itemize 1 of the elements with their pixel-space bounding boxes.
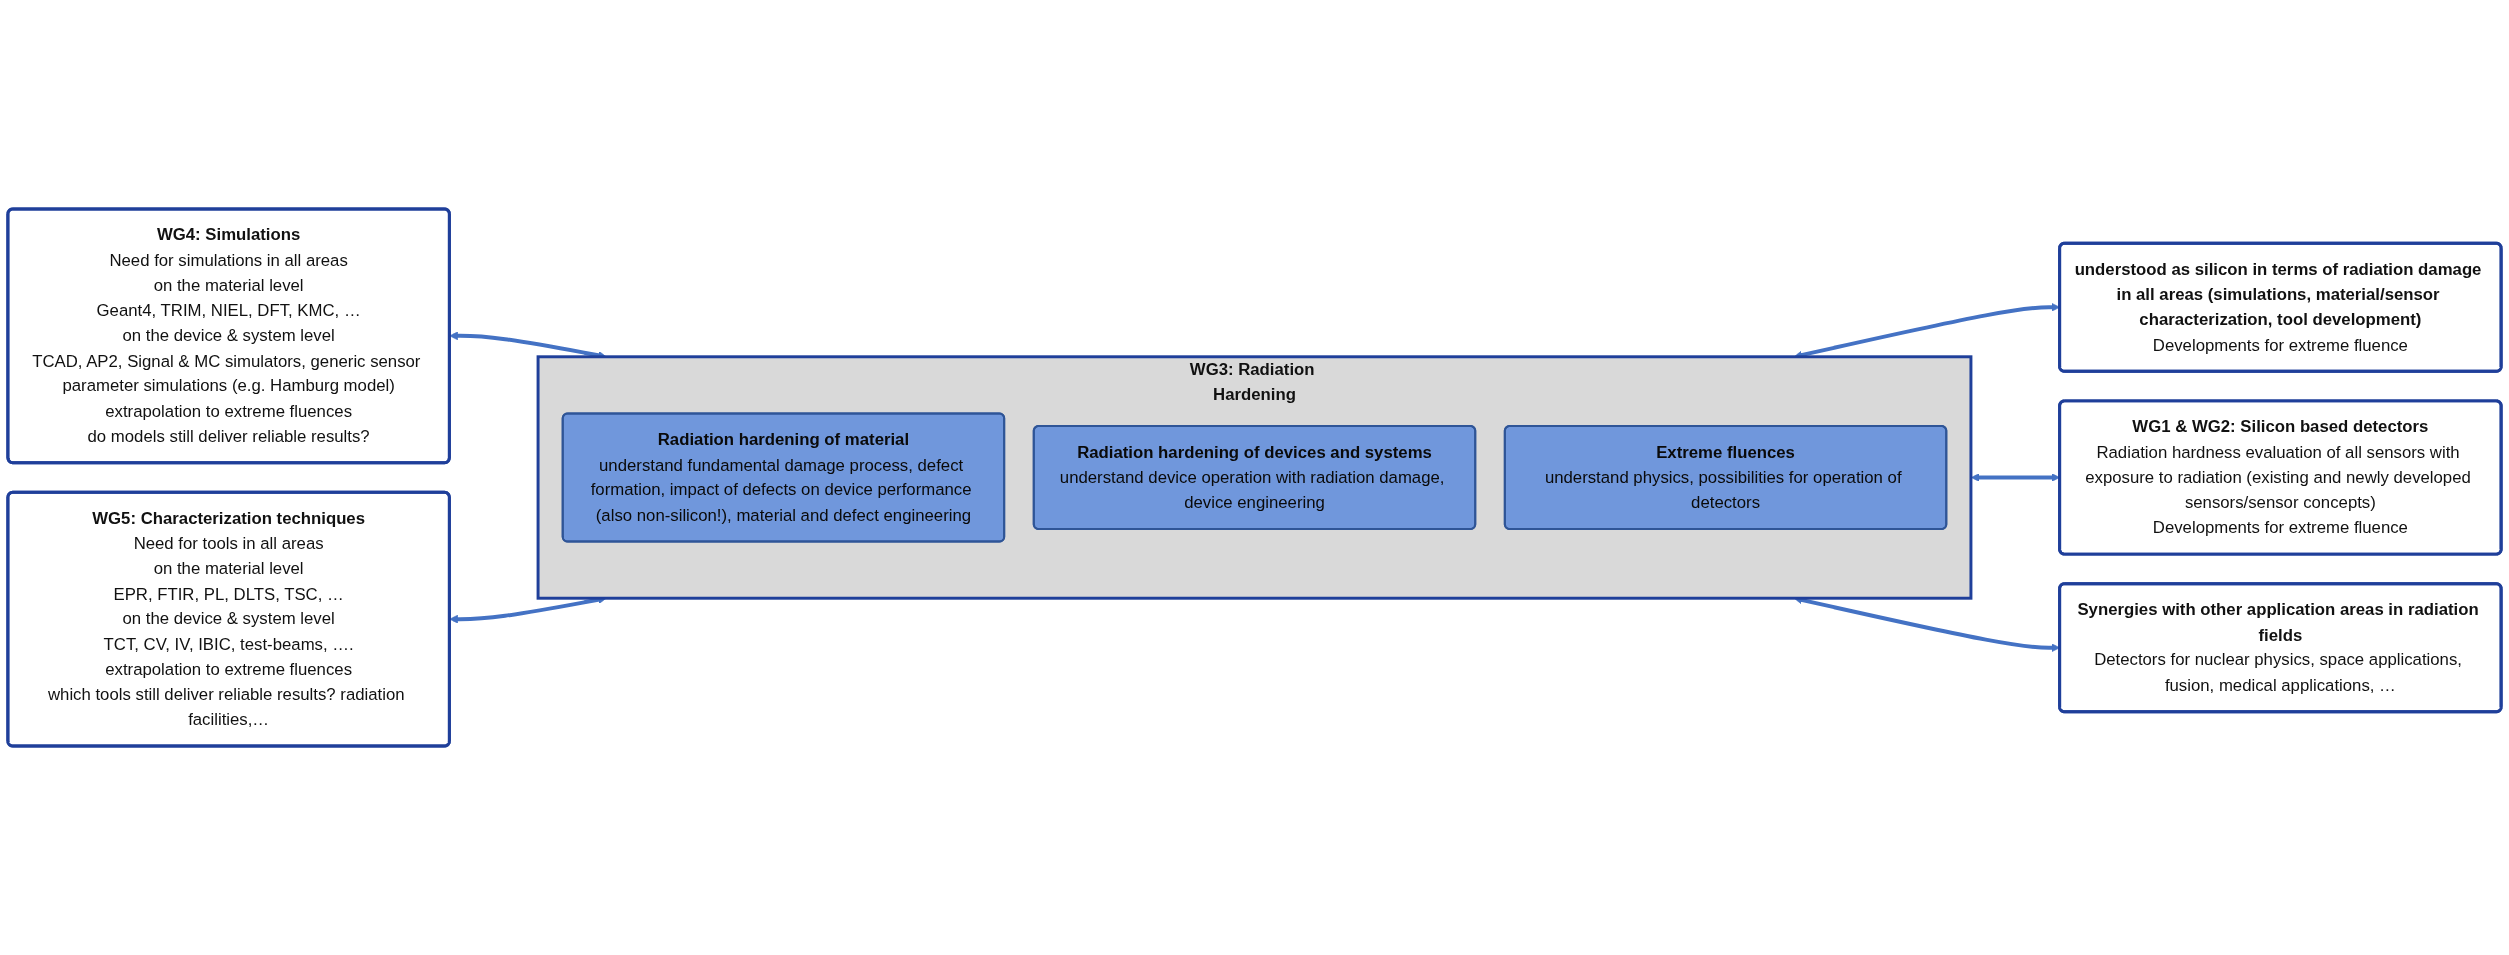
arrow: [1970, 473, 2060, 482]
